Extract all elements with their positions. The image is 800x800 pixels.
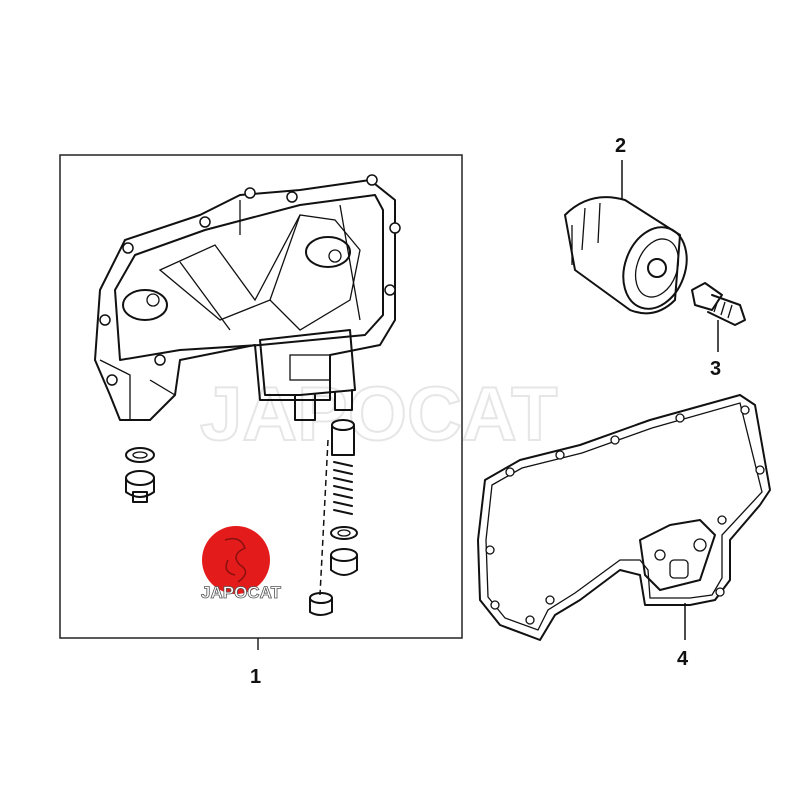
gasket: [477, 394, 771, 641]
drain-bolt-left: [125, 447, 155, 503]
callout-2: 2: [615, 135, 626, 157]
relief-valve-stack: [309, 419, 358, 616]
oil-filter: [564, 160, 688, 315]
oil-cooler-housing: [94, 174, 401, 421]
callout-4: 4: [677, 648, 689, 670]
callout-3: 3: [710, 358, 721, 380]
logo-text: JAPOCAT: [201, 583, 282, 602]
connector-bolt: [691, 282, 746, 352]
watermark: JAPOCAT: [200, 372, 558, 457]
japocat-logo: JAPOCAT: [201, 526, 282, 602]
callout-1: 1: [250, 666, 261, 688]
assembly-frame: [59, 154, 463, 639]
